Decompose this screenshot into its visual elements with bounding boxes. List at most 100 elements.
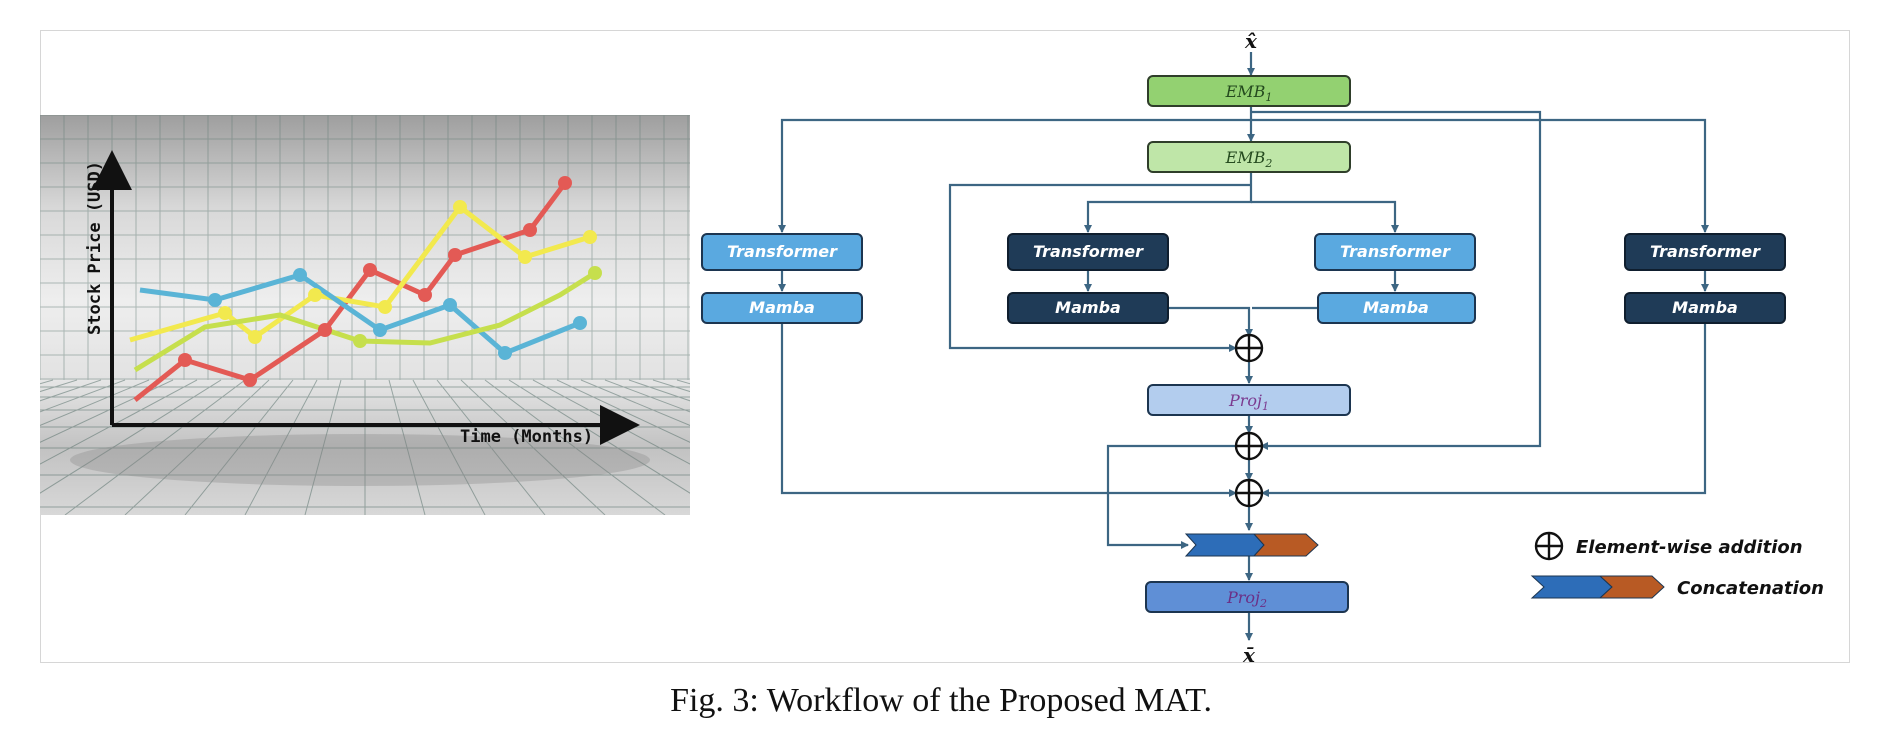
b3-mamba-label: Mamba — [1363, 298, 1429, 317]
proj1-label: Proj — [1228, 391, 1262, 410]
green-point — [353, 334, 367, 348]
b4-mamba-to-add3 — [1261, 322, 1707, 497]
legend-concat-icon — [1530, 575, 1665, 599]
emb2-to-branch3-arrow — [1251, 200, 1399, 233]
red-point — [243, 373, 257, 387]
red-point — [523, 223, 537, 237]
b4-transformer-label: Transformer — [1650, 242, 1761, 261]
workflow-diagram: x̂ x̄ EMB1 EMB2 Transformer Mamba Transf… — [701, 29, 1824, 667]
concatenation-node — [1184, 533, 1319, 557]
concat-blue-chevron — [1184, 533, 1265, 557]
b4-transformer-box — [1624, 233, 1786, 271]
blue-point — [208, 293, 222, 307]
yellow-point — [308, 288, 322, 302]
yellow-point — [248, 330, 262, 344]
floor-shadow — [70, 434, 650, 486]
green-line — [133, 270, 597, 373]
floor-grid-line — [40, 379, 150, 426]
proj2-label: Proj — [1226, 588, 1260, 607]
svg-text:Proj1: Proj1 — [1228, 391, 1269, 413]
figure-caption: Fig. 3: Workflow of the Proposed MAT. — [670, 682, 1212, 719]
b2-transformer-label: Transformer — [1033, 242, 1144, 261]
red-point — [418, 288, 432, 302]
output-symbol: x̄ — [1242, 643, 1256, 667]
emb1-to-branch1-arrow — [778, 118, 1251, 233]
svg-text:EMB1: EMB1 — [1225, 82, 1273, 104]
stock-chart-illustration: Stock Price (USD) Time (Months) — [40, 115, 690, 515]
red-point — [558, 176, 572, 190]
blue-point — [293, 268, 307, 282]
b2-mamba-to-add — [1169, 306, 1253, 337]
emb1-block: EMB1 — [1147, 75, 1351, 107]
yellow-point — [453, 200, 467, 214]
floor-grid-line — [604, 379, 690, 413]
blue-point — [373, 323, 387, 337]
floor-grid-line — [556, 379, 690, 443]
emb2-box — [1147, 141, 1351, 173]
emb1-subscript: 1 — [1265, 91, 1272, 104]
proj2-box — [1145, 581, 1349, 613]
floor-grid-line — [40, 379, 126, 413]
yellow-point — [518, 250, 532, 264]
addition-node-3 — [1234, 478, 1264, 508]
input-symbol: x̂ — [1244, 29, 1258, 53]
floor-grid-line — [580, 379, 690, 426]
emb1-to-branch4-arrow — [1251, 118, 1709, 233]
emb2-split-line — [1084, 172, 1253, 233]
addition-node-2 — [1234, 431, 1264, 461]
b2-transformer-box — [1007, 233, 1169, 271]
red-point — [318, 323, 332, 337]
b1-mamba-box — [701, 292, 863, 324]
red-point — [448, 248, 462, 262]
branch2: Transformer Mamba — [1007, 233, 1169, 324]
b3-transformer-label: Transformer — [1340, 242, 1451, 261]
proj2-block: Proj2 — [1145, 581, 1349, 613]
legend-addition-label: Element-wise addition — [1576, 537, 1803, 558]
b2-mamba-label: Mamba — [1055, 298, 1121, 317]
illustration-lines — [129, 176, 602, 402]
b1-mamba-label: Mamba — [749, 298, 815, 317]
emb2-subscript: 2 — [1264, 157, 1272, 170]
emb2-block: EMB2 — [1147, 141, 1351, 173]
connectors — [778, 52, 1709, 641]
proj1-box — [1147, 384, 1351, 416]
b4-mamba-label: Mamba — [1672, 298, 1738, 317]
blue-point — [443, 298, 457, 312]
emb2-label: EMB — [1225, 148, 1266, 167]
branch3: Transformer Mamba — [1314, 233, 1476, 324]
red-point — [178, 353, 192, 367]
proj2-subscript: 2 — [1259, 597, 1267, 610]
legend-add-icon — [1534, 531, 1564, 561]
emb2-residual-path — [948, 183, 1251, 352]
concat-orange-chevron — [1252, 533, 1319, 557]
legend-concatenation-label: Concatenation — [1677, 578, 1824, 599]
emb1-residual-path — [1251, 110, 1542, 450]
b4-mamba-box — [1624, 292, 1786, 324]
yellow-point — [218, 306, 232, 320]
b3-transformer-box — [1314, 233, 1476, 271]
b1-transformer-label: Transformer — [727, 242, 838, 261]
branch1: Transformer Mamba — [701, 233, 863, 324]
blue-point — [498, 346, 512, 360]
blue-point — [573, 316, 587, 330]
b1-transformer-box — [701, 233, 863, 271]
green-point — [588, 266, 602, 280]
floor-grid-line — [40, 379, 174, 443]
branch4: Transformer Mamba — [1624, 233, 1786, 324]
emb1-box — [1147, 75, 1351, 107]
yellow-point — [583, 230, 597, 244]
b3-mamba-box — [1317, 292, 1476, 324]
yellow-point — [378, 300, 392, 314]
x-axis-label: Time (Months) — [460, 427, 593, 447]
legend: Element-wise addition Concatenation — [1530, 531, 1824, 599]
proj1-skip-to-concat — [1106, 444, 1236, 549]
addition-node-1 — [1234, 333, 1264, 363]
svg-text:EMB2: EMB2 — [1225, 148, 1273, 170]
red-point — [363, 263, 377, 277]
emb1-label: EMB — [1225, 82, 1266, 101]
proj1-subscript: 1 — [1262, 400, 1269, 413]
b1-mamba-to-add3 — [780, 322, 1237, 497]
b2-mamba-box — [1007, 292, 1169, 324]
proj1-block: Proj1 — [1147, 384, 1351, 416]
svg-text:Proj2: Proj2 — [1226, 588, 1267, 610]
